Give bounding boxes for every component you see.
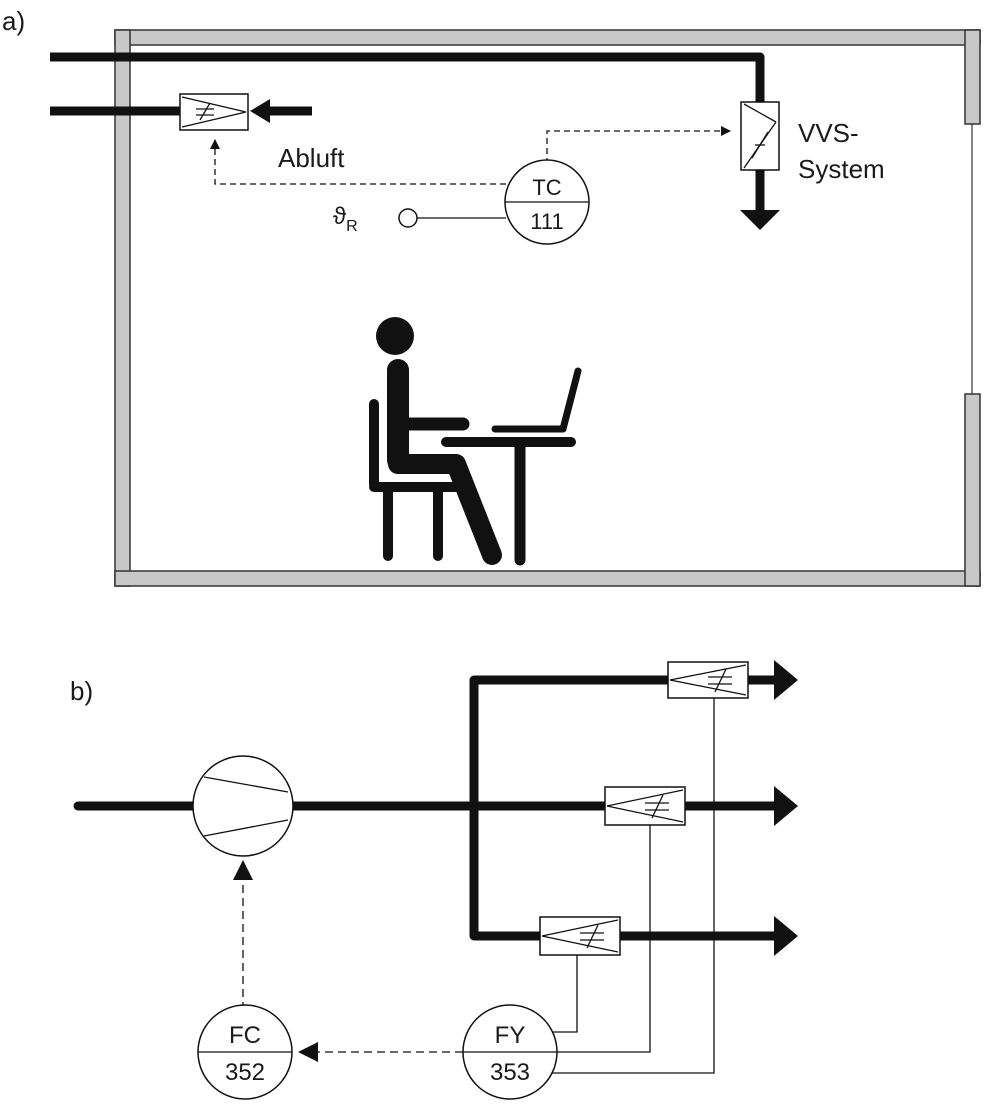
exhaust-damper xyxy=(179,93,249,131)
temperature-controller: TC 111 xyxy=(504,159,590,245)
exhaust-inlet-arrow xyxy=(250,99,270,123)
person-at-desk-icon xyxy=(369,317,582,566)
branch-trunk xyxy=(469,675,668,941)
vav-label-line2: System xyxy=(798,154,885,184)
signal-to-vav xyxy=(546,126,731,174)
branch-bottom-arrow xyxy=(774,916,798,956)
fan-controller-number: 352 xyxy=(225,1059,265,1086)
branch-top-arrow xyxy=(774,660,798,700)
room-walls xyxy=(114,29,981,587)
controller-tag: TC xyxy=(532,175,561,200)
damper-top xyxy=(667,661,749,699)
fan-controller-tag: FC xyxy=(229,1022,261,1049)
fan-icon xyxy=(192,755,294,857)
optimizer-number: 353 xyxy=(490,1059,530,1086)
optimizer-controller: FY 353 xyxy=(462,1004,558,1100)
signal-fc-to-fan-arrow xyxy=(233,860,253,880)
supply-outlet-arrow xyxy=(740,210,780,230)
controller-number: 111 xyxy=(530,209,563,234)
panel-a-label: a) xyxy=(2,6,25,36)
optimizer-tag: FY xyxy=(495,1022,526,1049)
damper-middle xyxy=(604,786,686,826)
vav-label-line1: VVS- xyxy=(798,118,859,148)
fan-controller: FC 352 xyxy=(197,1004,293,1100)
panel-b-label: b) xyxy=(70,676,93,706)
sensor-label: ϑR xyxy=(333,203,358,235)
signal-damper-top xyxy=(548,698,715,1074)
vav-damper xyxy=(740,101,780,171)
exhaust-label: Abluft xyxy=(278,143,345,173)
signal-damper-middle xyxy=(553,825,651,1053)
signal-to-exhaust-damper xyxy=(210,139,506,185)
damper-bottom xyxy=(539,916,621,956)
supply-duct xyxy=(50,52,765,102)
branch-middle-arrow xyxy=(774,786,798,826)
signal-damper-bottom xyxy=(550,955,578,1033)
signal-fy-to-fc-arrow xyxy=(298,1042,318,1062)
temperature-sensor xyxy=(398,208,418,228)
